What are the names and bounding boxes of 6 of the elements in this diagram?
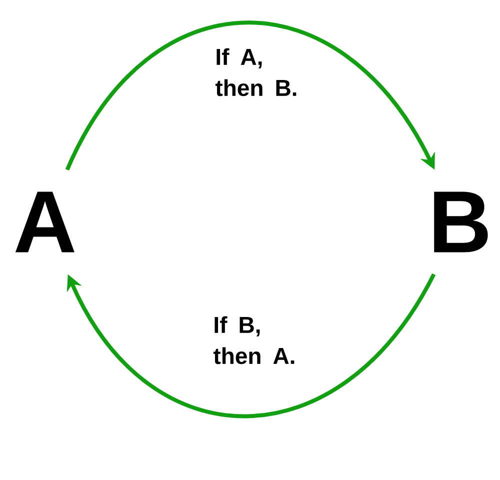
curved-arrow: [66, 273, 436, 418]
curved-arrow: [65, 20, 435, 171]
edge-label: If B, then A.: [213, 316, 294, 364]
node-letter: A: [15, 192, 74, 252]
edge-label: If A, then B.: [215, 48, 296, 96]
node-letter: B: [434, 192, 488, 252]
